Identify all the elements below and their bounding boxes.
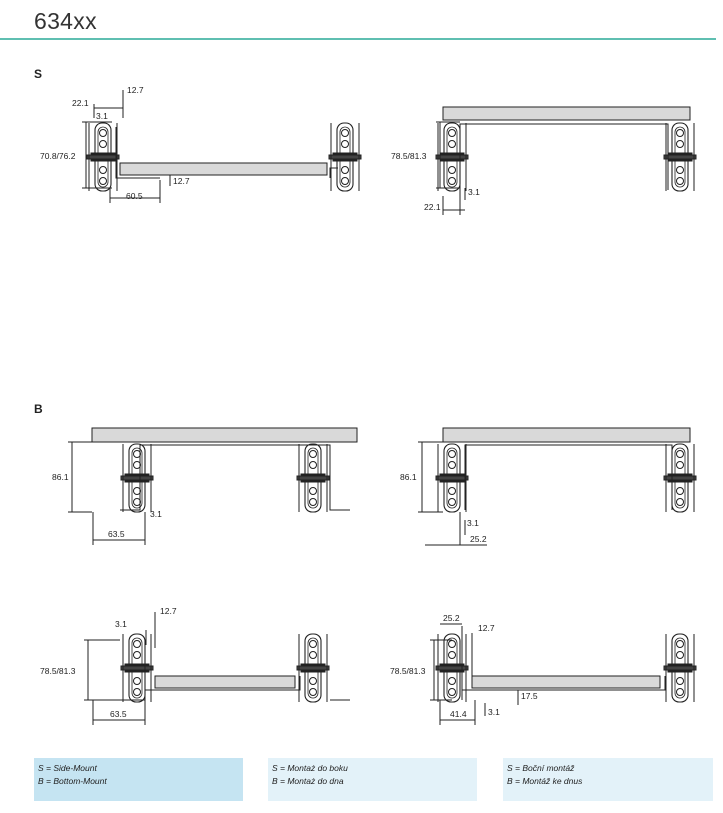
dim-d5-w: 63.5 — [110, 709, 127, 719]
legend-polish-side: S = Montaż do boku — [272, 763, 348, 773]
diagram-bottom-mount-3 — [84, 612, 350, 725]
dim-d6-h: 78.5/81.3 — [390, 666, 426, 676]
dim-d6-a: 12.7 — [478, 623, 495, 633]
dim-d1-e: 12.7 — [173, 176, 190, 186]
title-divider — [0, 38, 716, 40]
dim-d6-w: 41.4 — [450, 709, 467, 719]
dim-d4-h: 86.1 — [400, 472, 417, 482]
legend-czech-bottom: B = Montáž ke dnus — [507, 776, 583, 786]
dim-d1-c: 3.1 — [96, 111, 108, 121]
dim-d5-c: 3.1 — [115, 619, 127, 629]
legend-english-bottom: B = Bottom-Mount — [38, 776, 107, 786]
section-label-side: S — [34, 67, 43, 81]
section-label-bottom: B — [34, 402, 43, 416]
diagram-side-mount-2 — [435, 106, 697, 215]
dim-d2-h: 78.5/81.3 — [391, 151, 427, 161]
dim-d5-h: 78.5/81.3 — [40, 666, 76, 676]
legend-czech-side: S = Boční montáž — [507, 763, 575, 773]
legend-polish-bottom: B = Montaż do dna — [272, 776, 344, 786]
dim-d4-c: 3.1 — [467, 518, 479, 528]
legend-czech: S = Boční montáž B = Montáž ke dnus — [503, 758, 713, 801]
dim-d2-c: 3.1 — [468, 187, 480, 197]
dim-d6-c: 3.1 — [488, 707, 500, 717]
dim-d4-w: 25.2 — [470, 534, 487, 544]
dim-d5-a: 12.7 — [160, 606, 177, 616]
dim-d1-a: 12.7 — [127, 85, 144, 95]
legend-english: S = Side-Mount B = Bottom-Mount — [34, 758, 243, 801]
dim-d1-b: 22.1 — [72, 98, 89, 108]
dim-d2-b: 22.1 — [424, 202, 441, 212]
dim-d6-e: 17.5 — [521, 691, 538, 701]
legend-english-side: S = Side-Mount — [38, 763, 97, 773]
diagram-side-mount-1 — [82, 90, 362, 203]
page-title: 634xx — [34, 8, 97, 34]
dim-d3-c: 3.1 — [150, 509, 162, 519]
diagram-bottom-mount-1 — [68, 427, 358, 545]
dim-d1-h: 70.8/76.2 — [40, 151, 76, 161]
diagram-bottom-mount-4 — [430, 623, 697, 725]
diagram-bottom-mount-2 — [418, 427, 697, 546]
dim-d3-h: 86.1 — [52, 472, 69, 482]
dim-d1-w: 60.5 — [126, 191, 143, 201]
dim-d3-w: 63.5 — [108, 529, 125, 539]
legend-polish: S = Montaż do boku B = Montaż do dna — [268, 758, 477, 801]
dim-d6-b: 25.2 — [443, 613, 460, 623]
